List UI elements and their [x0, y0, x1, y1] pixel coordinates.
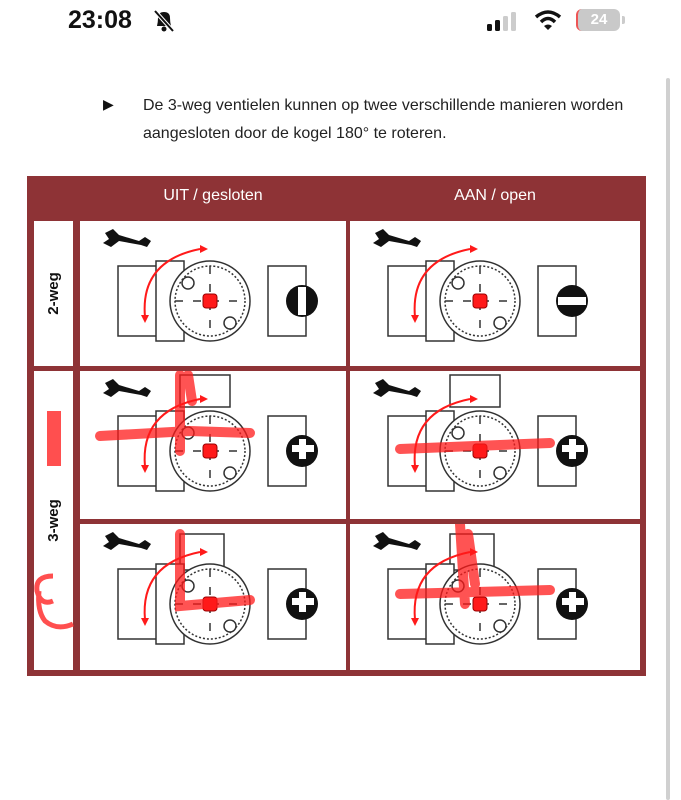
flow-symbol-icon — [556, 285, 588, 317]
wrench-icon — [373, 229, 421, 247]
red-annotation-marks — [34, 411, 75, 630]
wifi-icon — [534, 10, 562, 30]
intro-text: De 3-weg ventielen kunnen op twee versch… — [143, 97, 624, 142]
battery-tip — [622, 16, 625, 24]
flow-symbol-icon — [286, 588, 318, 620]
header-closed: UIT / gesloten — [163, 187, 263, 204]
cell-2weg-closed — [80, 221, 346, 366]
scrollbar[interactable] — [666, 78, 670, 800]
header-open: AAN / open — [454, 187, 536, 204]
red-highlight-stroke — [95, 371, 255, 456]
flow-symbol-icon — [556, 588, 588, 620]
status-time: 23:08 — [68, 6, 132, 34]
status-bar: 23:08 24 — [0, 0, 681, 45]
battery-indicator: 24 — [576, 9, 620, 31]
cell-3weg-b-open — [350, 524, 640, 670]
row-label-2weg: 2-weg — [34, 221, 73, 366]
wrench-icon — [103, 532, 151, 550]
wrench-icon — [373, 532, 421, 550]
valve-table: UIT / gesloten AAN / open 2-weg 3-weg — [27, 176, 646, 676]
flow-symbol-icon — [286, 435, 318, 467]
wrench-icon — [103, 229, 151, 247]
red-highlight-stroke — [175, 529, 255, 612]
cell-3weg-b-closed — [80, 524, 346, 670]
red-highlight-stroke — [395, 524, 555, 609]
bell-slash-icon — [153, 9, 175, 33]
bullet-icon: ▶ — [103, 96, 114, 112]
row-label-text: 2-weg — [45, 272, 63, 315]
red-highlight-stroke — [395, 438, 555, 454]
wrench-icon — [103, 379, 151, 397]
signal-icon — [487, 12, 516, 31]
flow-symbol-icon — [556, 435, 588, 467]
flow-symbol-icon — [286, 285, 318, 317]
cell-3weg-a-open — [350, 371, 640, 519]
cell-2weg-open — [350, 221, 640, 366]
wrench-icon — [373, 379, 421, 397]
cell-3weg-a-closed — [80, 371, 346, 519]
